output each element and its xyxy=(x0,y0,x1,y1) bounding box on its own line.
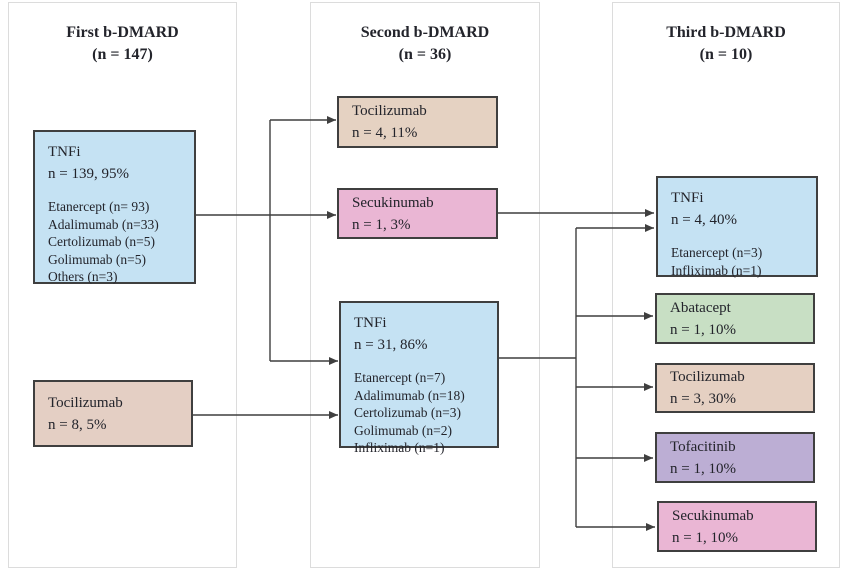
box-stat: n = 31, 86% xyxy=(354,337,428,353)
box-stat: n = 3, 30% xyxy=(670,391,736,407)
box-stat: n = 1, 10% xyxy=(672,529,738,546)
column-header-third: Third b-DMARD (n = 10) xyxy=(612,22,840,66)
box-stat: n = 4, 40% xyxy=(671,212,737,228)
box-details: Etanercept (n=3) Infliximab (n=1) xyxy=(671,244,808,279)
column-panel-third xyxy=(612,2,840,568)
box-title: Tocilizumab xyxy=(670,369,745,385)
box-abatacept-third: Abatacept n = 1, 10% xyxy=(655,293,815,344)
box-details: Etanercept (n=7) Adalimumab (n=18) Certo… xyxy=(354,369,489,457)
box-detail-line: Infliximab (n=1) xyxy=(671,262,762,278)
box-stat: n = 4, 11% xyxy=(352,125,418,141)
box-detail-line: Etanercept (n=7) xyxy=(354,370,446,385)
box-title: Tofacitinib xyxy=(670,438,736,455)
box-detail-line: Golimumab (n=2) xyxy=(354,422,452,438)
box-stat: n = 139, 95% xyxy=(48,166,129,182)
box-title: Secukinumab xyxy=(672,507,754,524)
box-title: Tocilizumab xyxy=(352,103,427,119)
box-title: Abatacept xyxy=(670,299,731,316)
box-title: Tocilizumab xyxy=(48,394,123,411)
box-detail-line: Etanercept (n= 93) xyxy=(48,199,150,214)
box-tnfi-second: TNFi n = 31, 86% Etanercept (n=7) Adalim… xyxy=(339,301,499,455)
column-subtitle: (n = 36) xyxy=(398,46,452,63)
column-panel-first xyxy=(8,2,237,568)
box-stat: n = 1, 3% xyxy=(352,216,411,233)
box-stat: n = 1, 10% xyxy=(670,321,736,338)
column-title: Second b-DMARD xyxy=(360,24,490,41)
box-secukinumab-second: Secukinumab n = 1, 3% xyxy=(337,188,498,239)
box-tocilizumab-second: Tocilizumab n = 4, 11% xyxy=(337,96,498,148)
box-title: TNFi xyxy=(48,144,81,160)
box-detail-line: Adalimumab (n=18) xyxy=(354,387,465,403)
box-detail-line: Golimumab (n=5) xyxy=(48,251,146,267)
box-detail-line: Others (n=3) xyxy=(48,269,118,284)
box-secukinumab-third: Secukinumab n = 1, 10% xyxy=(657,501,817,552)
box-tnfi-first: TNFi n = 139, 95% Etanercept (n= 93) Ada… xyxy=(33,130,196,284)
box-details: Etanercept (n= 93) Adalimumab (n=33) Cer… xyxy=(48,198,186,286)
box-tocilizumab-third: Tocilizumab n = 3, 30% xyxy=(655,363,815,413)
box-tocilizumab-first: Tocilizumab n = 8, 5% xyxy=(33,380,193,447)
box-title: TNFi xyxy=(671,190,704,206)
box-title: Secukinumab xyxy=(352,194,434,211)
column-header-second: Second b-DMARD (n = 36) xyxy=(310,22,540,66)
column-subtitle: (n = 10) xyxy=(699,46,753,63)
box-detail-line: Adalimumab (n=33) xyxy=(48,216,159,232)
column-header-first: First b-DMARD (n = 147) xyxy=(8,22,237,66)
box-detail-line: Certolizumab (n=3) xyxy=(354,405,461,420)
box-detail-line: Etanercept (n=3) xyxy=(671,245,763,260)
box-stat: n = 8, 5% xyxy=(48,416,107,433)
box-stat: n = 1, 10% xyxy=(670,460,736,477)
column-title: Third b-DMARD xyxy=(666,24,786,41)
column-panel-second xyxy=(310,2,540,568)
column-subtitle: (n = 147) xyxy=(92,46,153,63)
box-detail-line: Infliximab (n=1) xyxy=(354,440,445,455)
column-title: First b-DMARD xyxy=(66,24,179,41)
box-detail-line: Certolizumab (n=5) xyxy=(48,234,155,249)
box-tofacitinib-third: Tofacitinib n = 1, 10% xyxy=(655,432,815,483)
box-title: TNFi xyxy=(354,315,387,331)
box-tnfi-third: TNFi n = 4, 40% Etanercept (n=3) Inflixi… xyxy=(656,176,818,279)
